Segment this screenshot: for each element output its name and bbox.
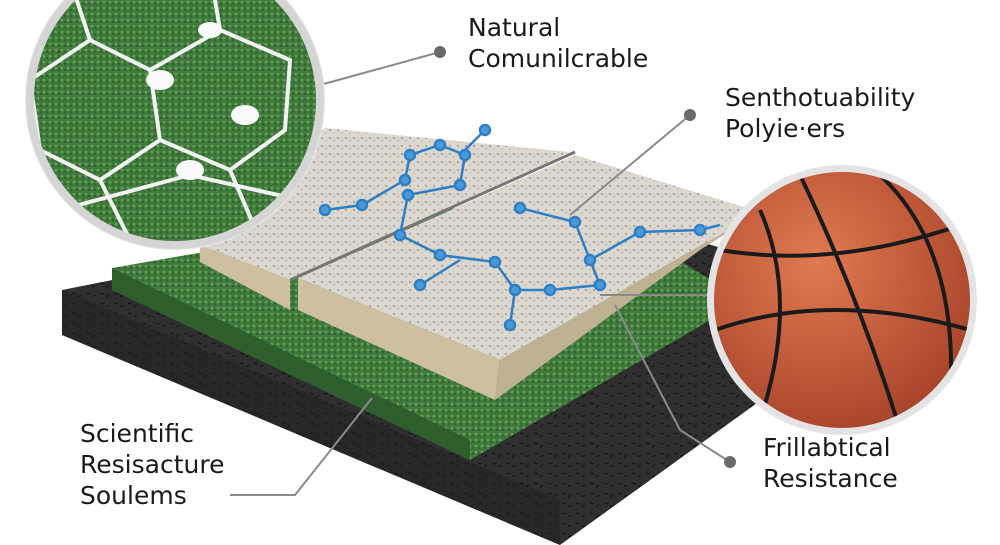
leader-lines: [230, 51, 731, 496]
label-line: Resisacture: [80, 450, 225, 479]
label-line: Scientific: [80, 419, 195, 448]
label-line: Senthotuability: [725, 83, 916, 112]
label-line: Natural: [468, 13, 561, 42]
label-line: Polyie·ers: [725, 114, 846, 143]
callout-dot-right-top: [684, 109, 696, 121]
magnified-fiber-network-inset: [25, 0, 325, 250]
label-line: Frillabtical: [763, 433, 891, 462]
label-line: Soulems: [80, 481, 187, 510]
callout-dot-bottom-right: [724, 456, 736, 468]
polymer-molecule-network: [318, 123, 721, 332]
basketball-inset: [707, 165, 977, 435]
label-frillabtical-resistance: Frillabtical Resistance: [763, 432, 898, 494]
label-senthotuability-polyieers: Senthotuability Polyie·ers: [725, 82, 915, 144]
label-natural-comunilcrable: Natural Comunilcrable: [468, 12, 648, 74]
label-line: Comunilcrable: [468, 44, 649, 73]
label-line: Resistance: [763, 464, 898, 493]
label-scientific-resisacture-soulems: Scientific Resisacture Soulems: [80, 418, 224, 511]
callout-dot-top: [434, 46, 446, 58]
